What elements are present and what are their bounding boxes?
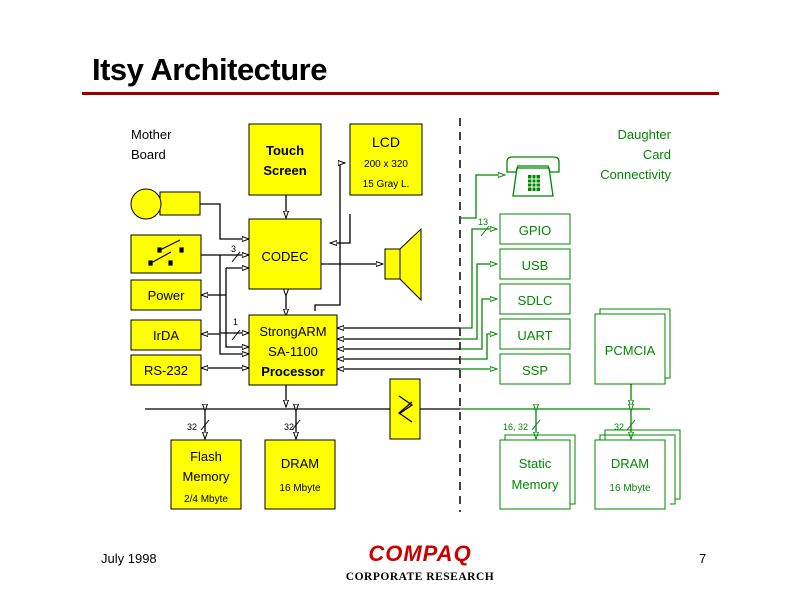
switch-block [130, 234, 202, 274]
daughter-dram-block: DRAM 16 Mbyte [594, 429, 681, 510]
uart-block: UART [499, 318, 571, 350]
motherboard-wiring [145, 163, 460, 439]
svg-text:Connectivity: Connectivity [600, 167, 671, 182]
processor-block: StrongARM SA-1100 Processor [248, 314, 338, 386]
microphone-icon [130, 188, 201, 220]
touch-screen-block: Touch Screen [248, 123, 322, 196]
svg-text:32: 32 [614, 422, 624, 432]
codec-block: CODEC [248, 218, 322, 290]
svg-text:32: 32 [284, 422, 294, 432]
switch-icon [148, 239, 184, 266]
page-number: 7 [699, 551, 707, 566]
svg-text:DRAM: DRAM [281, 456, 319, 471]
svg-text:CODEC: CODEC [262, 249, 309, 264]
static-memory-block: Static Memory [499, 434, 576, 510]
telephone-icon [506, 156, 560, 197]
title-underline [82, 92, 719, 95]
svg-text:UART: UART [517, 328, 552, 343]
svg-text:200 x 320: 200 x 320 [364, 159, 408, 170]
svg-text:GPIO: GPIO [519, 223, 552, 238]
svg-text:13: 13 [478, 217, 488, 227]
svg-text:RS-232: RS-232 [144, 363, 188, 378]
svg-text:USB: USB [522, 258, 549, 273]
ssp-block: SSP [499, 353, 571, 385]
pcmcia-block: PCMCIA [594, 308, 671, 385]
svg-text:Processor: Processor [261, 364, 325, 379]
svg-text:SSP: SSP [522, 363, 548, 378]
svg-text:DRAM: DRAM [611, 456, 649, 471]
logo-subtitle: CORPORATE RESEARCH [345, 571, 495, 583]
svg-text:Board: Board [131, 147, 166, 162]
svg-text:Flash: Flash [190, 449, 222, 464]
svg-text:Power: Power [148, 288, 186, 303]
svg-text:Memory: Memory [512, 477, 559, 492]
gpio-block: GPIO [499, 213, 571, 245]
usb-block: USB [499, 248, 571, 280]
svg-text:Screen: Screen [263, 163, 306, 178]
power-block: Power [130, 279, 202, 311]
svg-text:IrDA: IrDA [153, 328, 179, 343]
svg-text:LCD: LCD [372, 134, 400, 150]
svg-text:Card: Card [643, 147, 671, 162]
svg-text:32: 32 [187, 422, 197, 432]
svg-text:StrongARM: StrongARM [259, 324, 326, 339]
compaq-logo: COMPAQ [368, 541, 472, 566]
rs232-block: RS-232 [130, 354, 202, 386]
svg-text:15 Gray L.: 15 Gray L. [363, 179, 410, 190]
motherboard-label: Mother Board [131, 127, 172, 162]
svg-text:3: 3 [231, 244, 236, 254]
svg-text:Touch: Touch [266, 143, 304, 158]
svg-text:Static: Static [519, 456, 552, 471]
bus-width-labels: 3 1 13 32 32 16, 32 32 [187, 217, 636, 432]
dram-block: DRAM 16 Mbyte [264, 439, 336, 510]
svg-text:16, 32: 16, 32 [503, 422, 528, 432]
daughter-wiring [460, 175, 650, 439]
svg-text:SA-1100: SA-1100 [268, 344, 318, 359]
svg-text:Mother: Mother [131, 127, 172, 142]
svg-text:2/4 Mbyte: 2/4 Mbyte [184, 494, 228, 505]
flash-memory-block: Flash Memory 2/4 Mbyte [170, 439, 242, 510]
svg-text:1: 1 [233, 317, 238, 327]
bus-buffer-icon [389, 378, 421, 440]
svg-text:Daughter: Daughter [618, 127, 672, 142]
daughter-card-label: Daughter Card Connectivity [600, 127, 671, 182]
svg-text:PCMCIA: PCMCIA [605, 343, 656, 358]
speaker-icon [384, 227, 422, 302]
svg-text:SDLC: SDLC [518, 293, 553, 308]
slide-title: Itsy Architecture [92, 52, 328, 87]
lcd-block: LCD 200 x 320 15 Gray L. [349, 123, 423, 196]
irda-block: IrDA [130, 319, 202, 351]
svg-text:Memory: Memory [183, 469, 230, 484]
svg-text:16 Mbyte: 16 Mbyte [609, 483, 651, 494]
footer-date: July 1998 [101, 551, 157, 566]
svg-text:16 Mbyte: 16 Mbyte [279, 483, 321, 494]
sdlc-block: SDLC [499, 283, 571, 315]
